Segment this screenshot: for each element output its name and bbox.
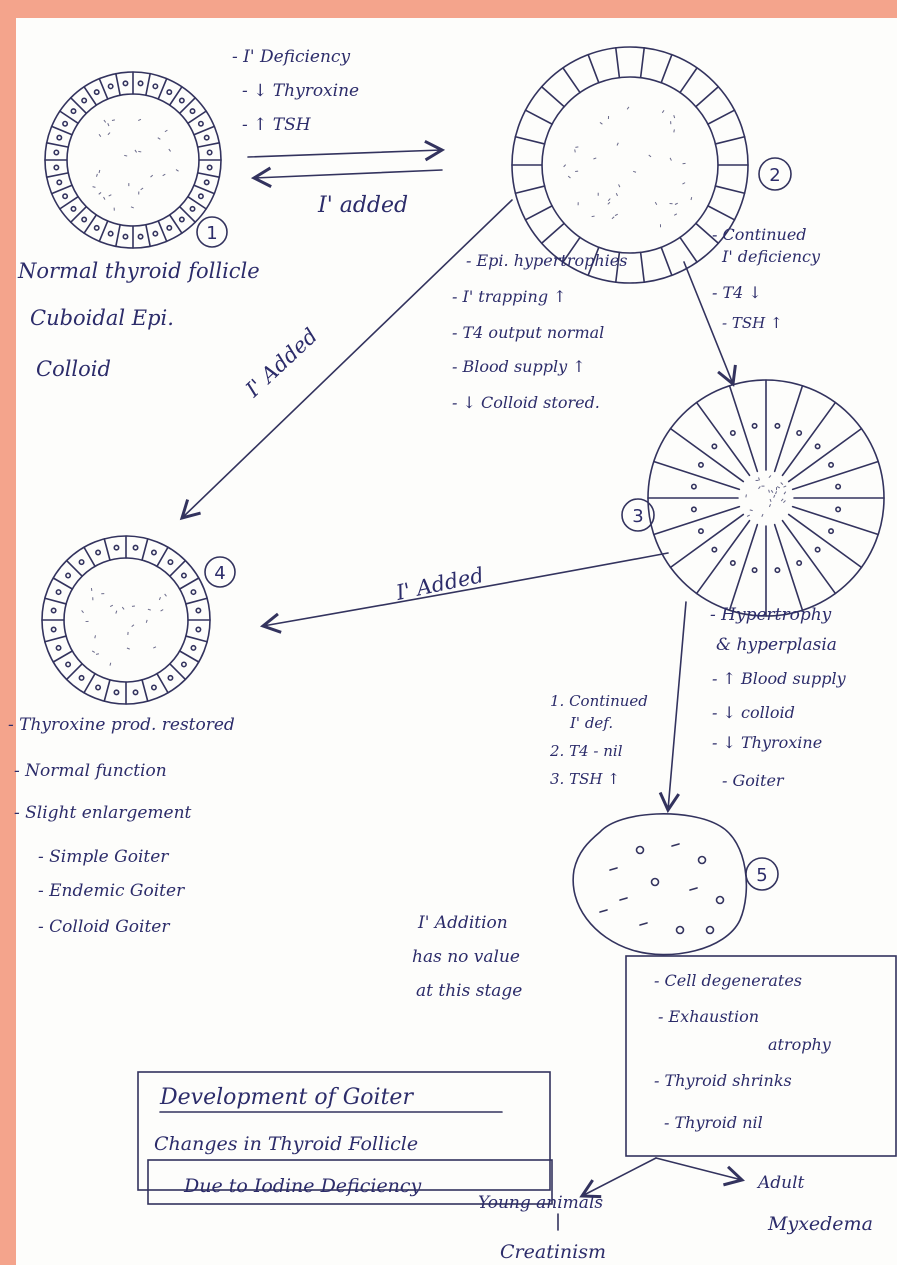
- stage-3-feature-4: - ↓ colloid: [712, 703, 795, 722]
- stage-5-feature-1: - Cell degenerates: [654, 971, 802, 990]
- iodine-note-line-3: at this stage: [416, 981, 522, 1001]
- stage-3-feature-5: - ↓ Thyroxine: [712, 733, 822, 752]
- stage-5-features-box: - Cell degenerates - Exhaustion atrophy …: [626, 956, 896, 1156]
- stage-5-feature-4: - Thyroid shrinks: [654, 1071, 792, 1090]
- outcome-young-animals: Young animals: [478, 1193, 603, 1213]
- deficiency-condition-3: - ↑ TSH: [242, 115, 312, 135]
- stage-5-condition-2: I' def.: [569, 714, 613, 732]
- arrow-3-to-4: I' Added: [263, 553, 668, 626]
- stage-5-iodine-note: I' Addition has no value at this stage: [412, 913, 522, 1001]
- stage-2-feature-4: - Blood supply ↑: [452, 357, 586, 376]
- stage-4-features: - Thyroxine prod. restored - Normal func…: [8, 715, 235, 937]
- stage-3-feature-3: - ↑ Blood supply: [712, 669, 847, 688]
- title-box: Development of Goiter Changes in Thyroid…: [138, 1072, 552, 1204]
- cuboidal-cells-stage-1: [45, 72, 221, 248]
- stage-4-number: 4: [214, 563, 225, 584]
- stage-2-feature-5: - ↓ Colloid stored.: [452, 393, 600, 412]
- arrow-2-to-3: - Continued I' deficiency - T4 ↓ - TSH ↑: [684, 225, 821, 384]
- stage-1-caption-line-2: Cuboidal Epi.: [30, 306, 174, 330]
- stage-5-condition-4: 3. TSH ↑: [550, 770, 620, 788]
- stage-3-feature-2: & hyperplasia: [716, 635, 837, 655]
- iodine-note-line-1: I' Addition: [417, 913, 508, 933]
- title-line-3: Due to Iodine Deficiency: [183, 1175, 422, 1197]
- follicle-stage-4: [42, 536, 210, 704]
- stage-2-features: - Epi. hypertrophies - I' trapping ↑ - T…: [452, 251, 627, 412]
- colloid-stage-1: [93, 119, 179, 210]
- continued-deficiency-line-2: I' deficiency: [721, 247, 821, 266]
- stage-2-label: 2: [759, 158, 791, 190]
- iodine-added-label-3: I' Added: [393, 563, 486, 605]
- stage-2-feature-1: - Epi. hypertrophies: [466, 251, 627, 270]
- stage-4-feature-3: - Slight enlargement: [14, 803, 192, 823]
- stage-4-feature-1: - Thyroxine prod. restored: [8, 715, 235, 735]
- stage-4-feature-6: - Colloid Goiter: [38, 917, 170, 937]
- arrow-3-to-5: 1. Continued I' def. 2. T4 - nil 3. TSH …: [549, 602, 686, 810]
- stage-2-feature-3: - T4 output normal: [452, 323, 604, 342]
- follicle-stage-1: [45, 72, 221, 248]
- stage-1-number: 1: [206, 223, 217, 244]
- outcome-adult: Adult: [756, 1173, 805, 1193]
- stage-5-condition-3: 2. T4 - nil: [549, 742, 623, 760]
- arrow-1-to-2: - I' Deficiency - ↓ Thyroxine - ↑ TSH: [232, 47, 442, 157]
- stage-3-number: 3: [632, 506, 643, 527]
- iodine-note-line-2: has no value: [412, 947, 520, 967]
- follicle-stage-3: [648, 380, 884, 616]
- continued-deficiency-line-4: - TSH ↑: [722, 314, 783, 332]
- folded-cells-stage-3: [648, 380, 884, 616]
- cells-stage-4: [42, 536, 210, 704]
- stage-1-caption: Normal thyroid follicle Cuboidal Epi. Co…: [17, 259, 260, 381]
- stage-5-label: 5: [746, 858, 778, 890]
- deficiency-condition-1: - I' Deficiency: [232, 47, 350, 67]
- follicle-stage-2: [512, 47, 748, 283]
- stage-1-caption-line-3: Colloid: [36, 357, 111, 381]
- continued-deficiency-line-1: - Continued: [712, 225, 807, 244]
- stage-3-feature-1: - Hypertrophy: [710, 605, 832, 625]
- colloid-stage-3: [746, 475, 786, 516]
- columnar-cells-stage-2: [512, 48, 748, 282]
- iodine-added-label-1: I' added: [317, 193, 408, 218]
- stage-5-number: 5: [756, 865, 767, 886]
- outcome-myxedema: Myxedema: [767, 1213, 873, 1235]
- stage-2-number: 2: [769, 165, 780, 186]
- stage-4-feature-4: - Simple Goiter: [38, 847, 169, 867]
- follicle-stage-5: [573, 814, 746, 955]
- iodine-added-label-2: I' Added: [240, 324, 322, 403]
- stage-3-features: - Hypertrophy & hyperplasia - ↑ Blood su…: [710, 605, 847, 790]
- stage-4-feature-5: - Endemic Goiter: [38, 881, 185, 901]
- stage-4-label: 4: [205, 557, 235, 587]
- stage-1-label: 1: [197, 217, 227, 247]
- stage-5-condition-1: 1. Continued: [550, 692, 648, 710]
- degenerated-contents-stage-5: [600, 844, 724, 934]
- stage-4-feature-2: - Normal function: [14, 761, 167, 781]
- colloid-stage-2: [564, 107, 692, 227]
- title-line-2: Changes in Thyroid Follicle: [154, 1133, 418, 1155]
- title-line-1: Development of Goiter: [159, 1085, 414, 1110]
- stage-5-feature-3: atrophy: [768, 1035, 832, 1054]
- colloid-stage-4: [82, 588, 167, 666]
- outcome-creatinism: Creatinism: [500, 1241, 606, 1263]
- stage-1-caption-line-1: Normal thyroid follicle: [17, 259, 260, 283]
- deficiency-condition-2: - ↓ Thyroxine: [242, 81, 359, 101]
- stage-3-feature-6: - Goiter: [722, 771, 785, 790]
- arrow-2-to-1: I' added: [254, 170, 442, 218]
- stage-2-feature-2: - I' trapping ↑: [452, 287, 567, 306]
- continued-deficiency-line-3: - T4 ↓: [712, 283, 762, 302]
- stage-5-feature-2: - Exhaustion: [658, 1007, 759, 1026]
- stage-5-feature-5: - Thyroid nil: [664, 1113, 763, 1132]
